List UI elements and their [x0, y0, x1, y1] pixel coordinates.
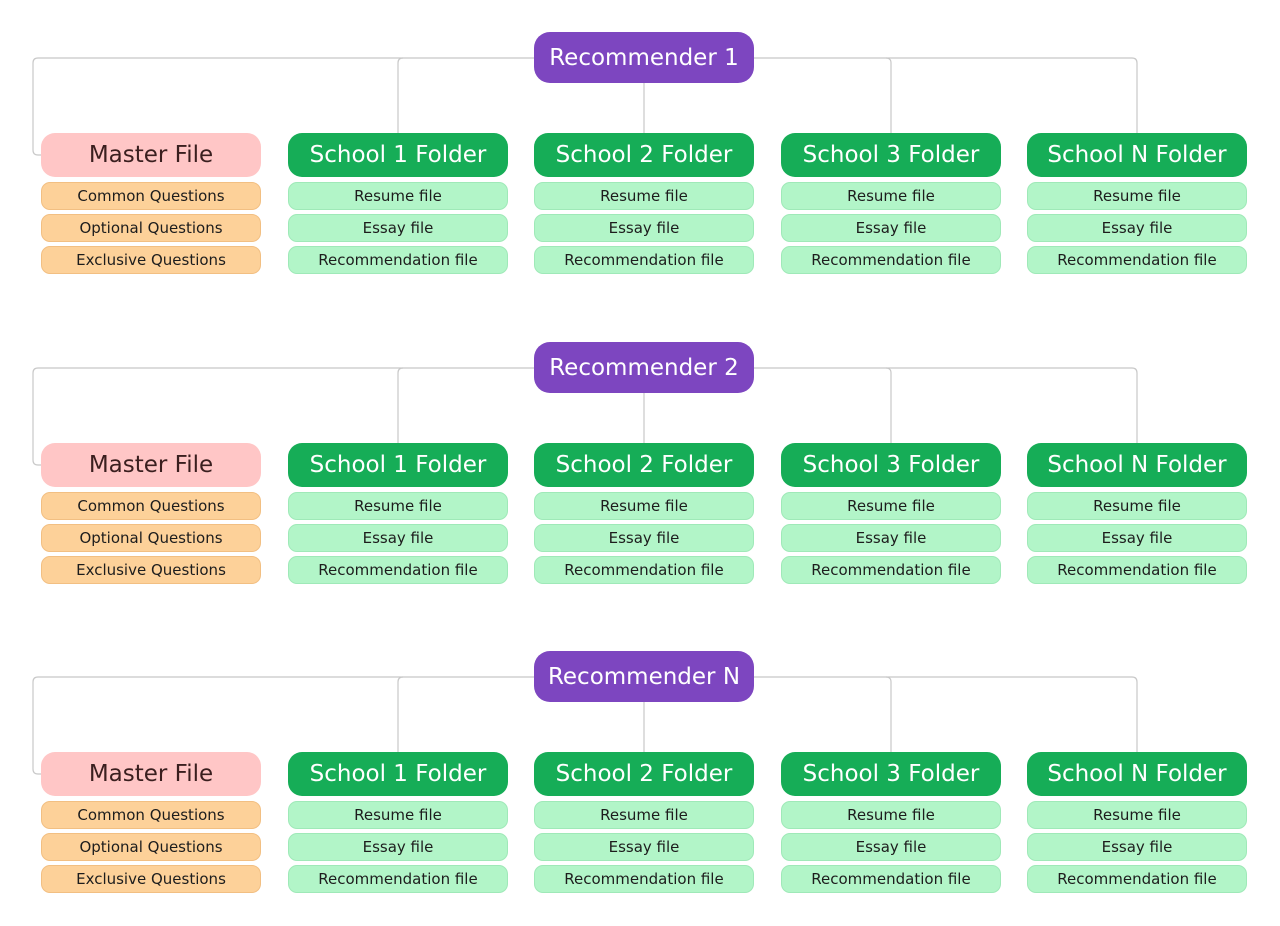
- connector-drop: [397, 57, 404, 133]
- connector-drop: [397, 367, 404, 443]
- question-item[interactable]: Common Questions: [41, 182, 261, 210]
- question-item[interactable]: Exclusive Questions: [41, 865, 261, 893]
- connector-drop: [885, 676, 892, 752]
- file-item[interactable]: Resume file: [1027, 492, 1247, 520]
- school-folder-node[interactable]: School 2 Folder: [534, 133, 754, 177]
- school-folder-node[interactable]: School 1 Folder: [288, 752, 508, 796]
- file-item[interactable]: Recommendation file: [534, 246, 754, 274]
- school-folder-node[interactable]: School 3 Folder: [781, 752, 1001, 796]
- file-item[interactable]: Resume file: [534, 492, 754, 520]
- file-item[interactable]: Essay file: [781, 524, 1001, 552]
- file-item[interactable]: Essay file: [288, 524, 508, 552]
- file-item[interactable]: Recommendation file: [1027, 556, 1247, 584]
- file-item[interactable]: Resume file: [1027, 801, 1247, 829]
- file-item[interactable]: Essay file: [781, 214, 1001, 242]
- question-item[interactable]: Optional Questions: [41, 524, 261, 552]
- school-folder-node[interactable]: School 1 Folder: [288, 443, 508, 487]
- question-item[interactable]: Optional Questions: [41, 214, 261, 242]
- file-item[interactable]: Resume file: [781, 801, 1001, 829]
- master-file-node[interactable]: Master File: [41, 443, 261, 487]
- file-item[interactable]: Recommendation file: [1027, 865, 1247, 893]
- file-item[interactable]: Essay file: [288, 833, 508, 861]
- file-item[interactable]: Resume file: [534, 801, 754, 829]
- connector-drop: [1131, 367, 1138, 443]
- school-folder-node[interactable]: School 1 Folder: [288, 133, 508, 177]
- school-folder-node[interactable]: School 2 Folder: [534, 752, 754, 796]
- question-item[interactable]: Optional Questions: [41, 833, 261, 861]
- school-folder-node[interactable]: School N Folder: [1027, 133, 1247, 177]
- file-item[interactable]: Resume file: [781, 492, 1001, 520]
- file-item[interactable]: Resume file: [1027, 182, 1247, 210]
- file-item[interactable]: Essay file: [534, 214, 754, 242]
- connector-drop: [1131, 57, 1138, 133]
- file-item[interactable]: Recommendation file: [288, 556, 508, 584]
- question-item[interactable]: Common Questions: [41, 801, 261, 829]
- recommender-node[interactable]: Recommender 1: [534, 32, 754, 83]
- file-item[interactable]: Essay file: [534, 524, 754, 552]
- file-item[interactable]: Essay file: [781, 833, 1001, 861]
- file-item[interactable]: Recommendation file: [781, 246, 1001, 274]
- file-item[interactable]: Resume file: [288, 182, 508, 210]
- file-item[interactable]: Essay file: [1027, 214, 1247, 242]
- school-folder-node[interactable]: School N Folder: [1027, 443, 1247, 487]
- school-folder-node[interactable]: School N Folder: [1027, 752, 1247, 796]
- question-item[interactable]: Common Questions: [41, 492, 261, 520]
- file-item[interactable]: Recommendation file: [288, 865, 508, 893]
- recommender-node[interactable]: Recommender N: [534, 651, 754, 702]
- file-item[interactable]: Recommendation file: [781, 556, 1001, 584]
- file-item[interactable]: Essay file: [534, 833, 754, 861]
- file-item[interactable]: Resume file: [288, 492, 508, 520]
- file-item[interactable]: Essay file: [1027, 524, 1247, 552]
- file-item[interactable]: Recommendation file: [1027, 246, 1247, 274]
- file-item[interactable]: Resume file: [534, 182, 754, 210]
- connector-drop: [397, 676, 404, 752]
- connector-drop: [885, 367, 892, 443]
- question-item[interactable]: Exclusive Questions: [41, 246, 261, 274]
- connector-master: [32, 676, 41, 775]
- file-item[interactable]: Recommendation file: [288, 246, 508, 274]
- master-file-node[interactable]: Master File: [41, 752, 261, 796]
- file-item[interactable]: Recommendation file: [534, 865, 754, 893]
- question-item[interactable]: Exclusive Questions: [41, 556, 261, 584]
- file-item[interactable]: Essay file: [1027, 833, 1247, 861]
- file-item[interactable]: Resume file: [781, 182, 1001, 210]
- school-folder-node[interactable]: School 2 Folder: [534, 443, 754, 487]
- connector-drop: [885, 57, 892, 133]
- connector-drop: [1131, 676, 1138, 752]
- recommender-node[interactable]: Recommender 2: [534, 342, 754, 393]
- school-folder-node[interactable]: School 3 Folder: [781, 133, 1001, 177]
- file-item[interactable]: Recommendation file: [781, 865, 1001, 893]
- file-item[interactable]: Recommendation file: [534, 556, 754, 584]
- file-item[interactable]: Resume file: [288, 801, 508, 829]
- master-file-node[interactable]: Master File: [41, 133, 261, 177]
- connector-master: [32, 57, 41, 156]
- school-folder-node[interactable]: School 3 Folder: [781, 443, 1001, 487]
- file-item[interactable]: Essay file: [288, 214, 508, 242]
- connector-master: [32, 367, 41, 466]
